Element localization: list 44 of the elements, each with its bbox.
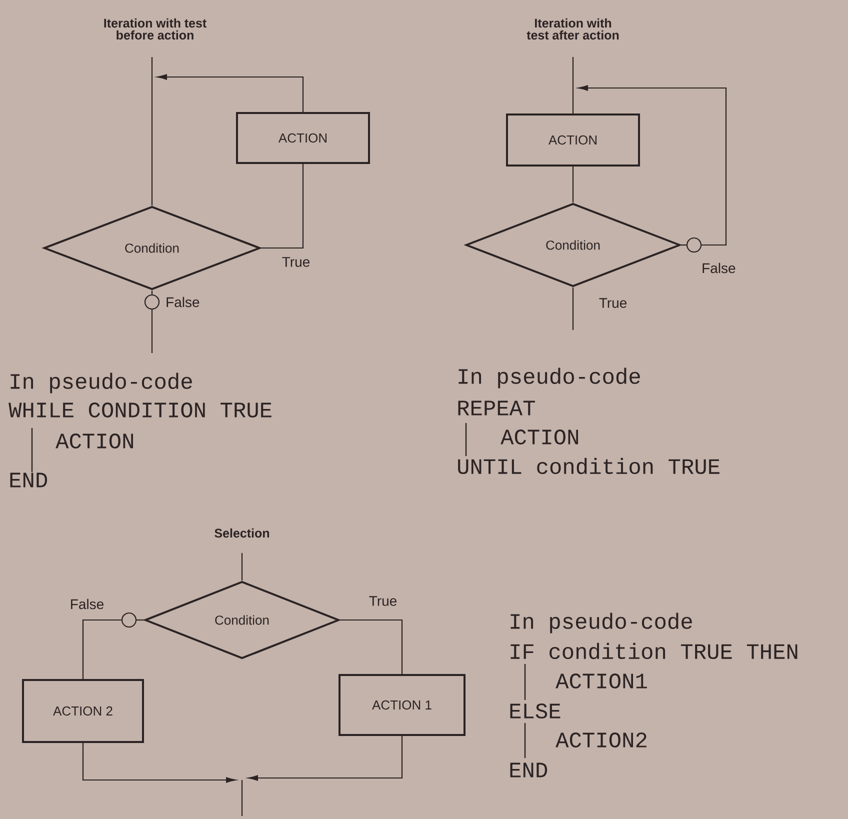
pseudo-code-line: In pseudo-code xyxy=(510,612,692,634)
connector xyxy=(151,310,153,353)
edge-label: True xyxy=(598,297,628,309)
connector xyxy=(578,85,727,246)
pseudo-code-line: UNTIL condition TRUE xyxy=(458,458,720,474)
heading: Iteration with test after action xyxy=(526,18,619,40)
connector xyxy=(681,244,686,246)
process-box: ACTION 2 xyxy=(22,679,144,743)
connector xyxy=(82,619,122,679)
pseudo-code-line: REPEAT xyxy=(458,400,535,416)
pseudo-code-line: WHILE CONDITION TRUE xyxy=(8,402,272,418)
heading: Selection xyxy=(214,528,269,538)
connector xyxy=(572,57,574,114)
branch-label: False xyxy=(702,262,736,274)
pseudo-code-line: In pseudo-code xyxy=(458,368,640,388)
pseudo-code-line: IF condition TRUE THEN xyxy=(510,642,798,660)
connector xyxy=(248,736,403,781)
pseudo-code-line: ACTION2 xyxy=(556,732,646,748)
branch-label: False xyxy=(71,598,104,610)
process-box: ACTION 1 xyxy=(338,674,466,736)
connector xyxy=(340,619,403,674)
connector xyxy=(572,166,574,202)
connector xyxy=(157,74,304,112)
process-box: ACTION xyxy=(236,112,370,164)
pseudo-code-line: In pseudo-code xyxy=(10,372,192,394)
pseudo-code-line: ACTION xyxy=(56,434,133,448)
branch-circle xyxy=(144,294,160,310)
connector xyxy=(151,57,153,206)
pseudo-code-line: ELSE xyxy=(510,704,560,718)
edge-label: True xyxy=(280,256,312,268)
pseudo-code-line: END xyxy=(10,472,48,488)
connector xyxy=(261,164,304,249)
branch-label: False xyxy=(166,296,200,308)
pseudo-code-line: ACTION xyxy=(500,430,578,444)
process-box: ACTION xyxy=(506,114,640,166)
connector xyxy=(136,619,144,621)
pseudo-code-line: END xyxy=(510,762,548,778)
connector xyxy=(82,743,236,783)
connector xyxy=(241,553,243,580)
pseudo-code-line: ACTION1 xyxy=(556,674,647,688)
connector xyxy=(572,288,574,330)
heading: Iteration with test before action xyxy=(104,18,206,40)
edge-label: True xyxy=(368,595,398,607)
connector xyxy=(151,290,153,294)
